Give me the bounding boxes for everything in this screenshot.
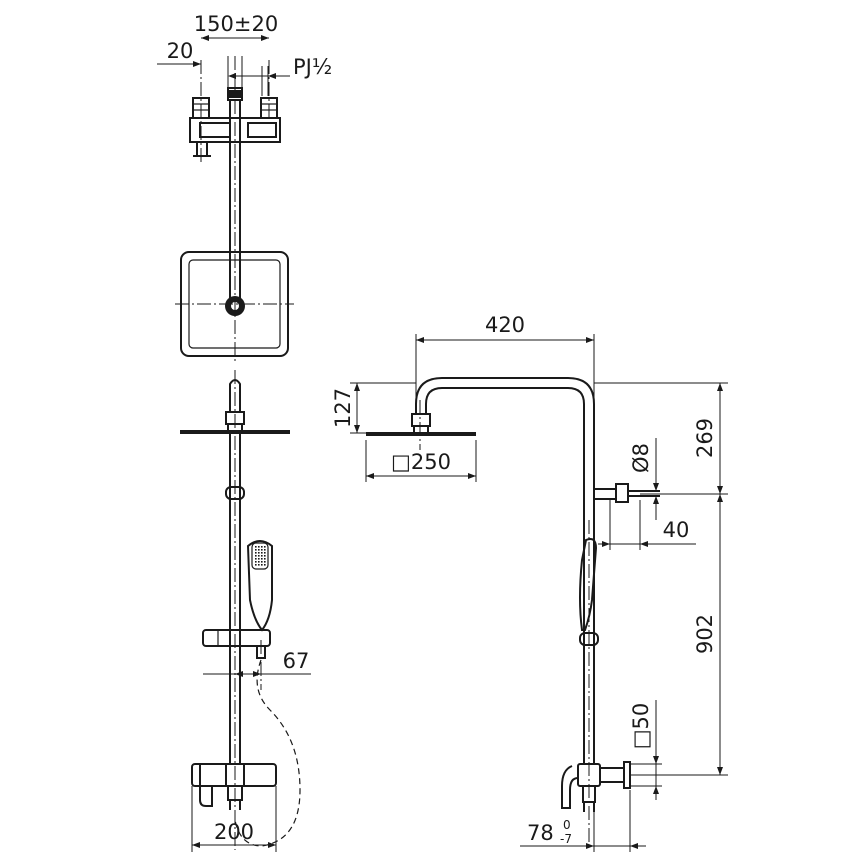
front-mixer	[191, 763, 277, 787]
dim-250-label: □250	[391, 450, 451, 474]
front-dimensions: 67 200	[191, 649, 311, 852]
dim-269-label: 269	[693, 418, 717, 458]
dim-20-label: 20	[167, 39, 194, 63]
dim-420-label: 420	[485, 313, 525, 337]
dim-200-label: 200	[214, 820, 254, 844]
dim-78-tol-upper: 0	[563, 818, 571, 832]
dim-40-label: 40	[663, 518, 690, 542]
front-hand-shower	[246, 540, 273, 632]
dim-8-label: Ø8	[629, 443, 653, 473]
dim-thread-label: PJ½	[293, 55, 332, 79]
dim-78-label: 78	[527, 821, 554, 845]
dim-150-label: 150±20	[194, 12, 278, 36]
top-view	[175, 56, 294, 362]
dim-902-label: 902	[693, 614, 717, 654]
top-dimensions: 150±20 20 PJ½	[157, 12, 332, 96]
side-dimensions: 420 127 □250 Ø8 40 269 902 □50	[331, 313, 728, 852]
side-hand-shower	[579, 538, 598, 631]
arrowheads	[192, 35, 723, 849]
dim-127-label: 127	[331, 388, 355, 428]
front-slider	[202, 629, 271, 647]
dim-67-label: 67	[283, 649, 310, 673]
dim-50-label: □50	[629, 703, 653, 750]
side-view	[366, 377, 660, 850]
dim-78-tol-lower: -7	[560, 832, 572, 846]
front-view	[180, 370, 301, 850]
